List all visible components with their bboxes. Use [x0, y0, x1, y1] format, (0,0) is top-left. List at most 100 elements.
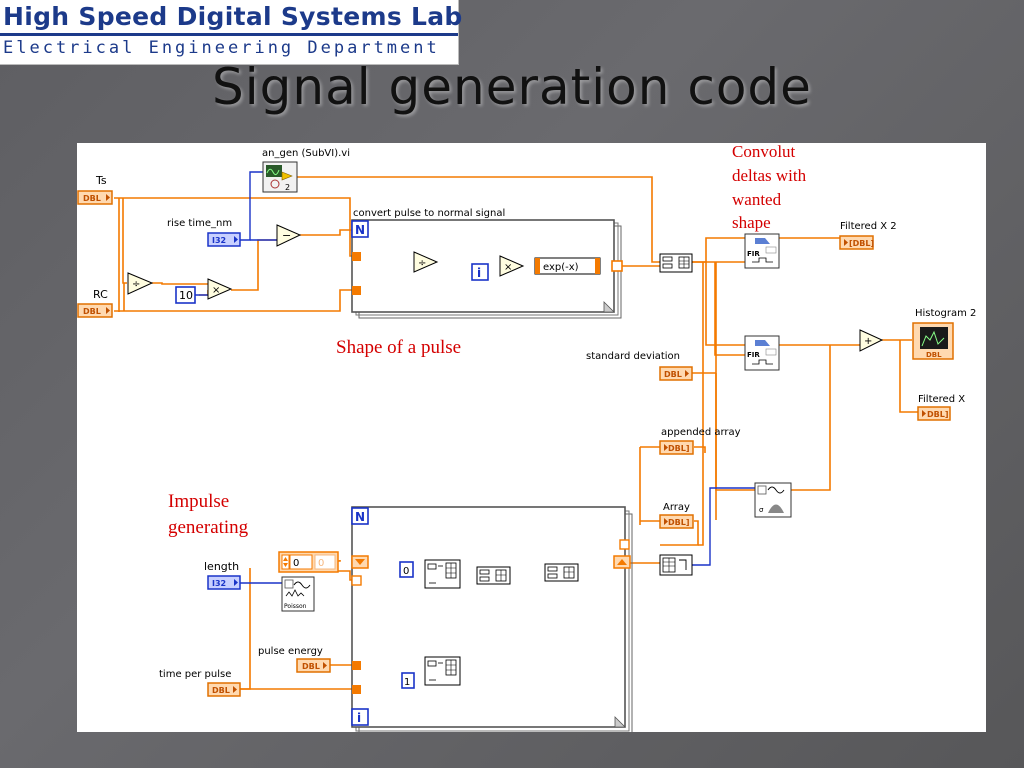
logo-department: Electrical Engineering Department — [3, 38, 440, 58]
exp-node[interactable]: exp(-x) — [534, 257, 601, 275]
an-gen-subvi[interactable]: 2 — [262, 161, 298, 193]
tunnel-out-2 — [619, 539, 630, 550]
annotation-convolut-3: wanted — [732, 190, 782, 209]
tunnel-out-1 — [611, 260, 623, 272]
svg-text:×: × — [212, 285, 220, 296]
for-loop-impulse[interactable] — [351, 506, 633, 735]
build-array-node-1[interactable] — [659, 253, 693, 273]
build-array-node-2[interactable] — [476, 566, 511, 585]
replace-array-node-1[interactable] — [424, 559, 461, 589]
multiply-node[interactable]: × — [207, 278, 233, 300]
initial-array-control[interactable]: 0 0 — [278, 551, 339, 573]
appended-array-label: appended array — [661, 427, 741, 438]
filtered-x2-label: Filtered X 2 — [840, 221, 897, 232]
initial-array-value: 0 — [293, 558, 299, 569]
fir-label-1: FIR — [747, 250, 760, 258]
filtered-x2-indicator: [DBL] — [839, 235, 874, 250]
svg-text:−: − — [282, 229, 291, 242]
add-node[interactable]: + — [859, 329, 884, 352]
tunnel-in-1 — [352, 252, 361, 261]
time-per-pulse-terminal[interactable]: DBL — [207, 682, 241, 697]
rise-time-terminal-type: I32 — [212, 236, 226, 245]
poisson-label: Poisson — [284, 603, 307, 610]
const-ten[interactable]: 10 — [175, 286, 196, 304]
const-one[interactable]: 1 — [401, 672, 415, 689]
const-zero[interactable]: 0 — [399, 561, 414, 578]
svg-text:I32: I32 — [212, 579, 226, 588]
svg-text:DBL: DBL — [664, 370, 682, 379]
annotation-shape-pulse: Shape of a pulse — [336, 337, 461, 358]
annotation-impulse-2: generating — [168, 517, 249, 538]
pulse-energy-label: pulse energy — [258, 646, 323, 657]
rc-terminal-type: DBL — [83, 307, 101, 316]
annotation-convolut-2: deltas with — [732, 166, 807, 185]
svg-text:0: 0 — [403, 566, 409, 577]
divide-node[interactable]: ÷ — [127, 272, 154, 295]
lab-logo: High Speed Digital Systems Lab Electrica… — [0, 0, 462, 65]
ts-label: Ts — [95, 174, 107, 187]
block-diagram-canvas: Ts DBL RC DBL rise time_nm I32 ÷ 10 — [77, 142, 976, 735]
histogram-indicator: DBL — [912, 322, 954, 360]
loop-count-n-1: N — [351, 220, 369, 238]
loop-count-n-2: N — [351, 507, 369, 525]
build-array-node-3[interactable] — [544, 563, 579, 582]
svg-text:DBL]: DBL] — [668, 518, 690, 527]
convert-pulse-label: convert pulse to normal signal — [353, 208, 505, 219]
poisson-node[interactable]: Poisson — [281, 576, 315, 612]
const-ten-value: 10 — [179, 289, 193, 302]
svg-text:÷: ÷ — [132, 279, 140, 290]
logo-lab-name: High Speed Digital Systems Lab — [3, 2, 463, 31]
subtract-node[interactable]: − — [276, 224, 302, 247]
svg-text:DBL]: DBL] — [927, 410, 949, 419]
annotation-convolut-1: Convolut — [732, 143, 796, 161]
fir-label-2: FIR — [747, 351, 760, 359]
svg-text:÷: ÷ — [418, 258, 426, 269]
divide-node-2[interactable]: ÷ — [413, 251, 439, 273]
tunnel-in-2 — [352, 286, 361, 295]
rise-time-label: rise time_nm — [167, 218, 232, 229]
time-per-pulse-label: time per pulse — [159, 669, 231, 680]
filtered-x-indicator: DBL] — [917, 406, 951, 421]
shift-register-left — [351, 555, 369, 569]
svg-text:σ: σ — [759, 506, 764, 514]
svg-text:DBL]: DBL] — [668, 444, 690, 453]
annotation-impulse-1: Impulse — [168, 491, 229, 512]
fir-filter-1[interactable]: FIR — [744, 233, 780, 269]
multiply-node-2[interactable]: × — [499, 255, 525, 277]
svg-text:i: i — [477, 266, 481, 280]
tunnel-in-3 — [351, 575, 362, 586]
filtered-x-label: Filtered X — [918, 394, 965, 405]
ts-terminal-type: DBL — [83, 194, 101, 203]
tunnel-in-5 — [352, 685, 361, 694]
length-label: length — [204, 560, 239, 573]
svg-text:N: N — [355, 223, 365, 237]
histogram-label: Histogram 2 — [915, 308, 976, 319]
svg-text:1: 1 — [404, 677, 410, 688]
std-dev-label: standard deviation — [586, 351, 680, 362]
tunnel-in-4 — [352, 661, 361, 670]
slide-title: Signal generation code — [212, 58, 812, 116]
initial-array-value-dim: 0 — [318, 558, 324, 569]
svg-text:DBL: DBL — [926, 351, 942, 359]
appended-array-indicator: DBL] — [659, 440, 694, 455]
svg-text:×: × — [504, 262, 512, 273]
block-diagram: Ts DBL RC DBL rise time_nm I32 ÷ 10 — [77, 142, 986, 735]
array-indicator: DBL] — [659, 514, 694, 529]
svg-text:i: i — [357, 711, 361, 725]
subvi-label: an_gen (SubVI).vi — [262, 148, 350, 159]
ts-terminal[interactable]: DBL — [77, 190, 113, 205]
svg-text:+: + — [864, 336, 872, 347]
pulse-energy-terminal[interactable]: DBL — [296, 658, 331, 673]
replace-array-node-2[interactable] — [424, 656, 461, 686]
svg-text:[DBL]: [DBL] — [849, 239, 874, 248]
logo-divider — [0, 33, 458, 36]
rise-time-terminal[interactable]: I32 — [207, 232, 241, 247]
length-terminal[interactable]: I32 — [207, 575, 241, 590]
rc-terminal[interactable]: DBL — [77, 303, 113, 318]
gaussian-noise-node[interactable]: σ — [754, 482, 792, 518]
std-dev-terminal[interactable]: DBL — [659, 366, 693, 381]
reshape-array-node[interactable] — [659, 554, 693, 576]
svg-text:N: N — [355, 510, 365, 524]
fir-filter-2[interactable]: FIR — [744, 335, 780, 371]
svg-text:DBL: DBL — [302, 662, 320, 671]
